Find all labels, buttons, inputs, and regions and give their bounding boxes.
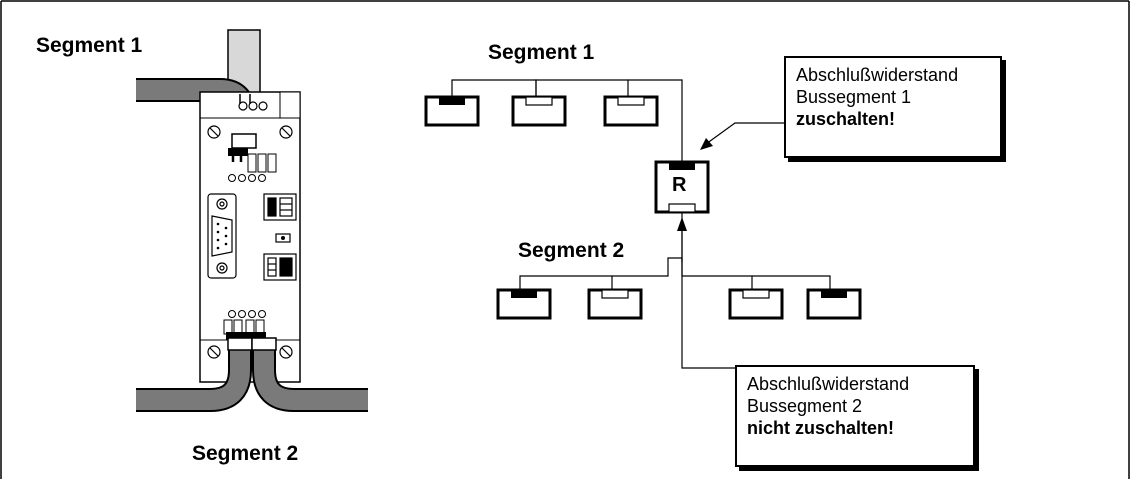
seg1-node-terminated	[424, 95, 480, 127]
callout-segment2-line1: Abschlußwiderstand	[747, 374, 910, 394]
topology-segment2-label: Segment 2	[518, 239, 625, 262]
seg2-node-terminated	[806, 288, 862, 320]
dsub-connector	[207, 193, 237, 279]
seg1-node	[511, 95, 567, 127]
callout-segment2-line2: Bussegment 2	[747, 396, 863, 416]
callout-segment1: Abschlußwiderstand Bussegment 1 zuschalt…	[784, 56, 1002, 158]
callout-segment1-line3: zuschalten!	[796, 109, 896, 129]
callout-segment2-line3: nicht zuschalten!	[747, 418, 895, 438]
arrow-bottom-callout	[681, 228, 736, 369]
arrow-head-top	[700, 138, 713, 150]
callout-segment1-line1: Abschlußwiderstand	[796, 65, 959, 85]
seg1-node	[603, 95, 659, 127]
left-segment1-label: Segment 1	[36, 34, 143, 57]
bus-lines	[451, 79, 831, 290]
seg2-node	[587, 288, 643, 320]
arrow-head-bottom	[677, 217, 687, 231]
callout-segment2: Abschlußwiderstand Bussegment 2 nicht zu…	[735, 365, 975, 467]
callout-segment1-line2: Bussegment 1	[796, 87, 912, 107]
left-segment2-label: Segment 2	[192, 442, 299, 465]
seg2-node-terminated	[496, 288, 552, 320]
repeater-node	[654, 160, 710, 214]
arrow-top-callout	[705, 122, 785, 145]
repeater-label: R	[672, 174, 687, 196]
seg2-node	[728, 288, 784, 320]
repeater-device	[136, 29, 368, 412]
topology-segment1-label: Segment 1	[488, 41, 595, 64]
